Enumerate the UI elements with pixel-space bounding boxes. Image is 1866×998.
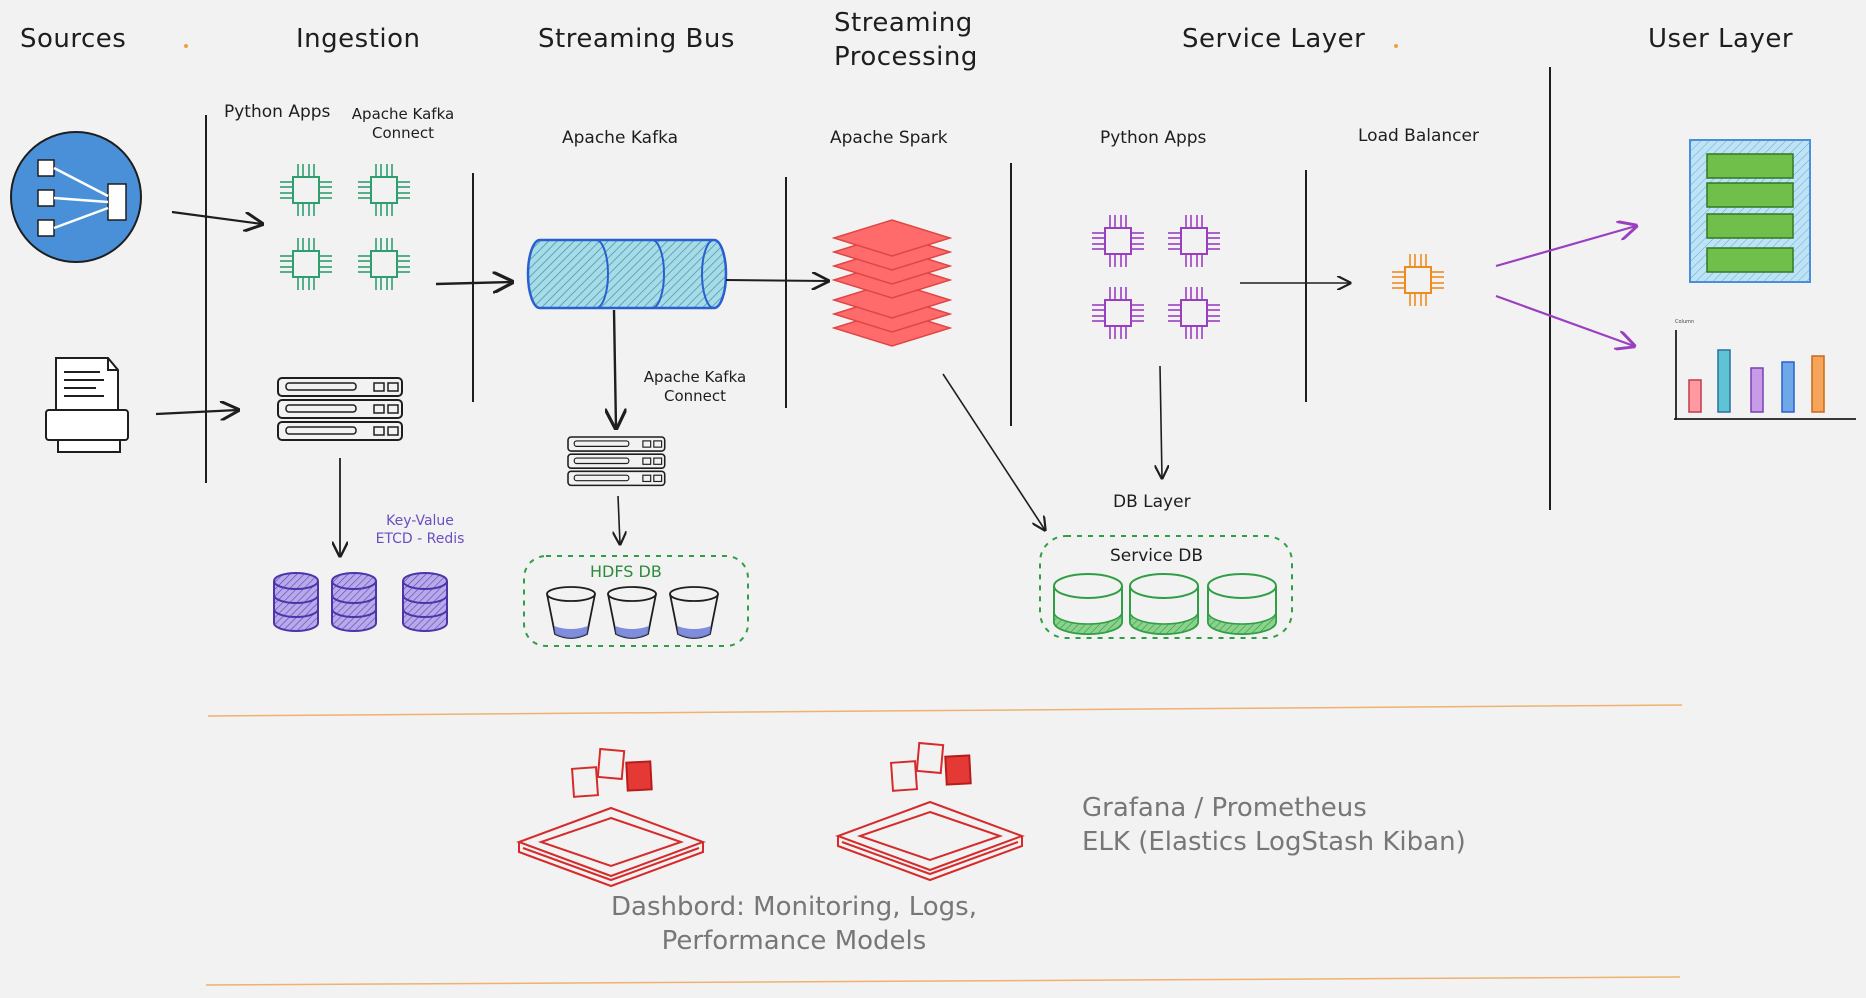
header-sources: Sources: [20, 24, 127, 54]
header-ingestion: Ingestion: [296, 24, 421, 54]
cylinder-icon: [526, 238, 728, 310]
server-icon: [277, 377, 403, 441]
dashboard-caption: Dashbord: Monitoring, Logs,Performance M…: [611, 892, 977, 956]
label-load-balancer: Load Balancer: [1358, 126, 1479, 146]
separator-bottom: [205, 976, 1681, 986]
header-user-layer: User Layer: [1648, 24, 1794, 54]
header-streaming-processing-line2: Processing: [834, 42, 978, 72]
separator-top: [207, 704, 1683, 717]
printer-icon: [45, 357, 129, 453]
hdfs-container: [523, 555, 749, 647]
label-python-apps-service: Python Apps: [1100, 128, 1207, 148]
chip-icon: [1091, 214, 1221, 340]
bar-chart-icon: [1674, 330, 1856, 420]
header-streaming-processing-line1: Streaming: [834, 8, 973, 38]
header-service-layer: Service Layer: [1182, 24, 1366, 54]
label-db-layer: DB Layer: [1113, 492, 1191, 512]
server-icon: [567, 436, 666, 487]
dashboard-icon: [837, 742, 1023, 881]
label-apache-spark: Apache Spark: [830, 128, 948, 148]
chip-icon: [279, 163, 411, 291]
dashboard-icon: [518, 748, 704, 887]
service-db-container: [1039, 535, 1293, 639]
layers-icon: [831, 219, 953, 347]
database-icon: [1053, 573, 1277, 635]
bucket-icon: [546, 586, 719, 639]
database-icon: [273, 572, 448, 632]
workflow-icon: [10, 131, 142, 263]
load-balancer-icon: [1391, 253, 1445, 307]
mini-chart-title: Column: [1675, 319, 1695, 325]
label-apache-kafka: Apache Kafka: [562, 128, 679, 148]
divider-lines: [205, 67, 1551, 510]
label-python-apps-ingestion: Python Apps: [224, 102, 331, 122]
label-hdfs-db: HDFS DB: [590, 562, 662, 581]
label-service-db: Service DB: [1110, 546, 1203, 566]
header-streaming-bus: Streaming Bus: [538, 24, 735, 54]
report-icon: [1689, 139, 1811, 283]
